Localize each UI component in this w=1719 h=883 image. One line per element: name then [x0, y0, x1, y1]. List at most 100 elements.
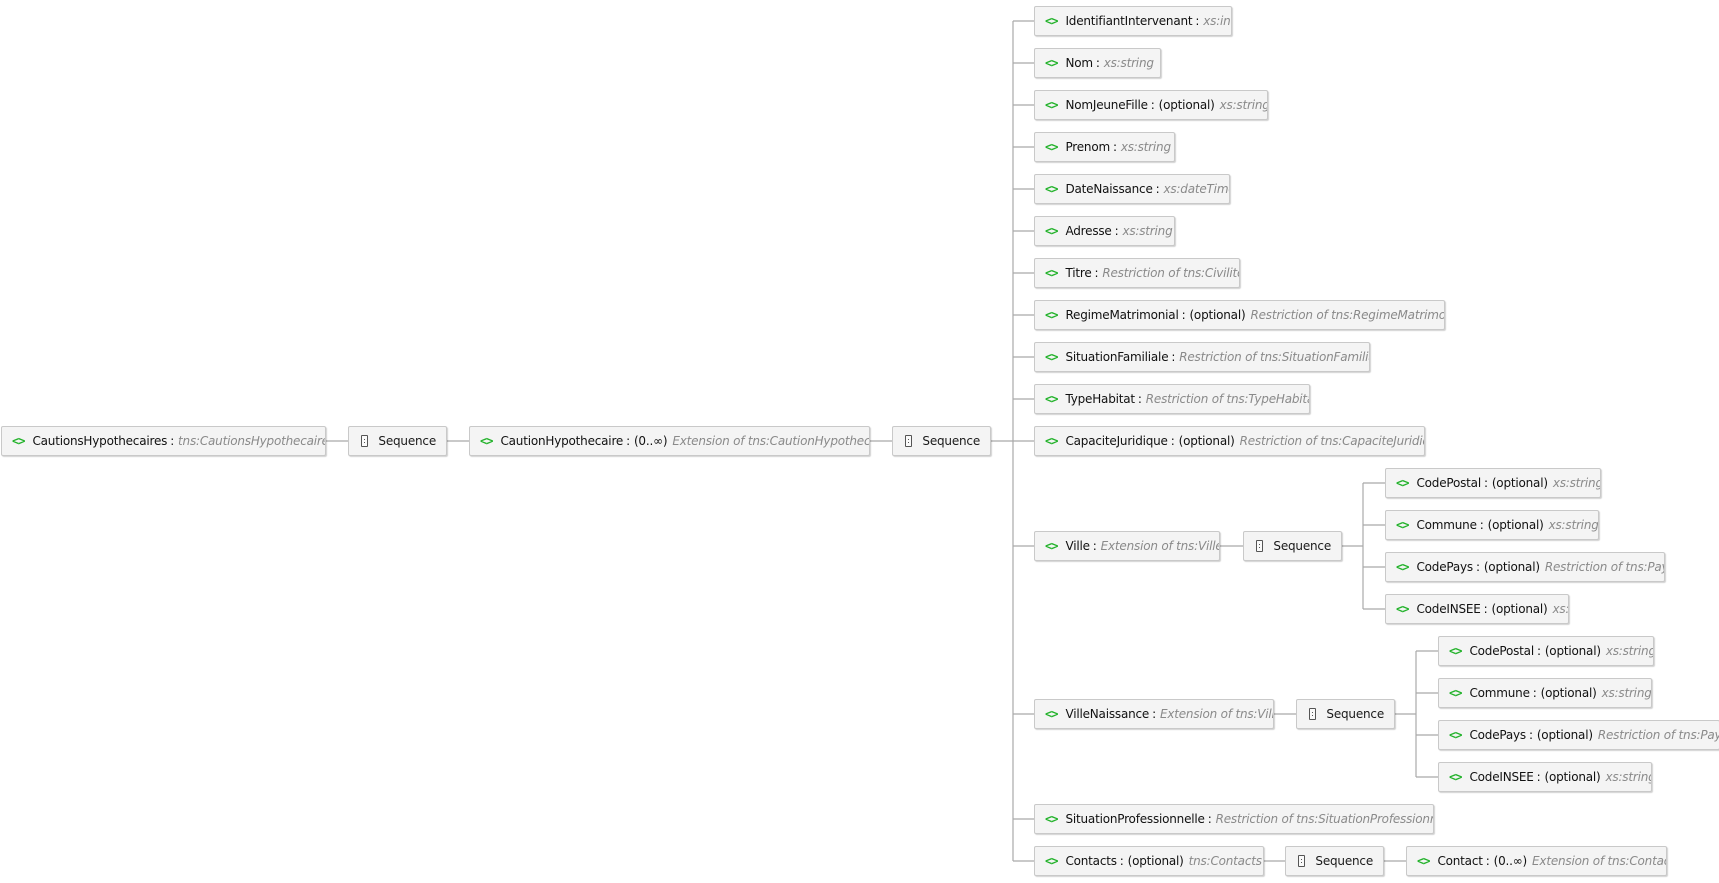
element-contact[interactable]: <>Contact:(0..∞)Extension of tns:Contact: [1406, 846, 1667, 876]
element-type: Restriction of tns:SituationFamiliale: [1179, 350, 1370, 364]
element-villenaissance-codeinsee[interactable]: <>CodeINSEE:(optional)xs:string: [1438, 762, 1652, 792]
sequence-node[interactable]: Sequence: [1243, 531, 1342, 561]
element-prenom[interactable]: <>Prenom:xs:string: [1034, 132, 1175, 162]
element-ville-codeinsee[interactable]: <>CodeINSEE:(optional)xs:string: [1385, 594, 1569, 624]
sequence-node[interactable]: Sequence: [1285, 846, 1384, 876]
element-type: tns:CautionsHypothecaires: [178, 434, 326, 448]
element-type: xs:string: [1120, 140, 1171, 154]
element-regimematrimonial[interactable]: <>RegimeMatrimonial:(optional)Restrictio…: [1034, 300, 1445, 330]
element-name: CodePostal: [1469, 644, 1534, 658]
element-name: CodeINSEE: [1469, 770, 1534, 784]
element-ville-codepostal[interactable]: <>CodePostal:(optional)xs:string: [1385, 468, 1601, 498]
element-icon: <>: [1045, 140, 1058, 154]
element-icon: <>: [1045, 707, 1058, 721]
colon-separator: :: [1170, 434, 1175, 448]
element-name: CodeINSEE: [1416, 602, 1481, 616]
colon-separator: :: [1152, 707, 1156, 721]
sequence-icon: [1256, 540, 1264, 552]
colon-separator: :: [626, 434, 630, 448]
element-nomjeunefille[interactable]: <>NomJeuneFille:(optional)xs:string: [1034, 90, 1268, 120]
element-identifiantintervenant[interactable]: <>IdentifiantIntervenant:xs:int: [1034, 6, 1232, 36]
occurrence: (optional): [1483, 560, 1540, 574]
sequence-node[interactable]: Sequence: [892, 426, 991, 456]
occurrence: (optional): [1491, 476, 1548, 490]
sequence-label: Sequence: [922, 434, 980, 448]
element-villenaissance[interactable]: <> VilleNaissance:Extension of tns:Ville: [1034, 699, 1274, 729]
element-situationprofessionnelle[interactable]: <>SituationProfessionnelle:Restriction o…: [1034, 804, 1434, 834]
element-type: xs:string: [1601, 686, 1652, 700]
element-name: Contacts: [1065, 854, 1117, 868]
element-caution-hypothecaire[interactable]: <>CautionHypothecaire:(0..∞)Extension of…: [469, 426, 870, 456]
element-name: VilleNaissance: [1065, 707, 1150, 721]
element-name: SituationProfessionnelle: [1065, 812, 1205, 826]
element-name: SituationFamiliale: [1065, 350, 1169, 364]
element-capacitejuridique[interactable]: <>CapaciteJuridique:(optional)Restrictio…: [1034, 426, 1425, 456]
colon-separator: :: [1181, 308, 1186, 322]
colon-separator: :: [1137, 392, 1142, 406]
colon-separator: :: [1195, 14, 1200, 28]
element-type: Restriction of tns:Civilite: [1102, 266, 1240, 280]
element-name: Nom: [1065, 56, 1093, 70]
element-adresse[interactable]: <>Adresse:xs:string: [1034, 216, 1175, 246]
element-icon: <>: [1045, 854, 1058, 868]
sequence-label: Sequence: [1326, 707, 1384, 721]
element-nom[interactable]: <>Nom:xs:string: [1034, 48, 1161, 78]
element-name: CodePays: [1416, 560, 1473, 574]
element-type: Restriction of tns:TypeHabitat: [1145, 392, 1310, 406]
occurrence: (optional): [1178, 434, 1235, 448]
element-type: xs:string: [1103, 56, 1154, 70]
element-type: xs:dateTime: [1163, 182, 1230, 196]
occurrence: (optional): [1544, 644, 1601, 658]
element-icon: <>: [1045, 539, 1058, 553]
occurrence: (optional): [1491, 602, 1548, 616]
element-icon: <>: [1417, 854, 1430, 868]
element-icon: <>: [1045, 308, 1058, 322]
occurrence: (optional): [1158, 98, 1215, 112]
element-titre[interactable]: <>Titre:Restriction of tns:Civilite: [1034, 258, 1240, 288]
element-villenaissance-codepostal[interactable]: <>CodePostal:(optional)xs:string: [1438, 636, 1654, 666]
element-icon: <>: [1045, 98, 1058, 112]
element-name: NomJeuneFille: [1065, 98, 1148, 112]
colon-separator: :: [1528, 728, 1533, 742]
element-villenaissance-codepays[interactable]: <>CodePays:(optional)Restriction of tns:…: [1438, 720, 1719, 750]
element-type: xs:string: [1548, 518, 1599, 532]
element-icon: <>: [1396, 518, 1409, 532]
element-type: xs:string: [1122, 224, 1173, 238]
colon-separator: :: [1207, 812, 1212, 826]
element-icon: <>: [1045, 266, 1058, 280]
element-villenaissance-commune[interactable]: <>Commune:(optional)xs:string: [1438, 678, 1652, 708]
element-name: IdentifiantIntervenant: [1065, 14, 1193, 28]
element-type: xs:string: [1219, 98, 1268, 112]
element-typehabitat[interactable]: <>TypeHabitat:Restriction of tns:TypeHab…: [1034, 384, 1310, 414]
element-icon: <>: [1045, 812, 1058, 826]
colon-separator: :: [1485, 854, 1490, 868]
colon-separator: :: [170, 434, 175, 448]
colon-separator: :: [1112, 140, 1117, 154]
element-name: CautionsHypothecaires: [32, 434, 168, 448]
element-icon: <>: [1449, 686, 1462, 700]
element-situationfamiliale[interactable]: <>SituationFamiliale:Restriction of tns:…: [1034, 342, 1370, 372]
element-name: CautionHypothecaire: [500, 434, 624, 448]
element-ville-commune[interactable]: <>Commune:(optional)xs:string: [1385, 510, 1599, 540]
element-icon: <>: [1045, 224, 1058, 238]
element-ville-codepays[interactable]: <>CodePays:(optional)Restriction of tns:…: [1385, 552, 1665, 582]
element-ville[interactable]: <>Ville:Extension of tns:Ville: [1034, 531, 1220, 561]
element-icon: <>: [1449, 770, 1462, 784]
element-icon: <>: [1449, 644, 1462, 658]
element-name: CodePostal: [1416, 476, 1481, 490]
sequence-node[interactable]: Sequence: [1296, 699, 1395, 729]
element-contacts[interactable]: <>Contacts:(optional)tns:Contacts: [1034, 846, 1264, 876]
element-type: Extension of tns:Ville: [1159, 707, 1274, 721]
element-type: xs:string: [1552, 476, 1601, 490]
element-type: Restriction of tns:Pays: [1597, 728, 1719, 742]
element-name: CodePays: [1469, 728, 1526, 742]
sequence-node[interactable]: Sequence: [348, 426, 447, 456]
element-name: Titre: [1065, 266, 1092, 280]
element-datenaissance[interactable]: <>DateNaissance:xs:dateTime: [1034, 174, 1230, 204]
occurrence: (optional): [1487, 518, 1544, 532]
root-element-cautions-hypothecaires[interactable]: <>CautionsHypothecaires:tns:CautionsHypo…: [1, 426, 326, 456]
colon-separator: :: [1483, 476, 1488, 490]
element-name: Commune: [1416, 518, 1477, 532]
colon-separator: :: [1475, 560, 1480, 574]
